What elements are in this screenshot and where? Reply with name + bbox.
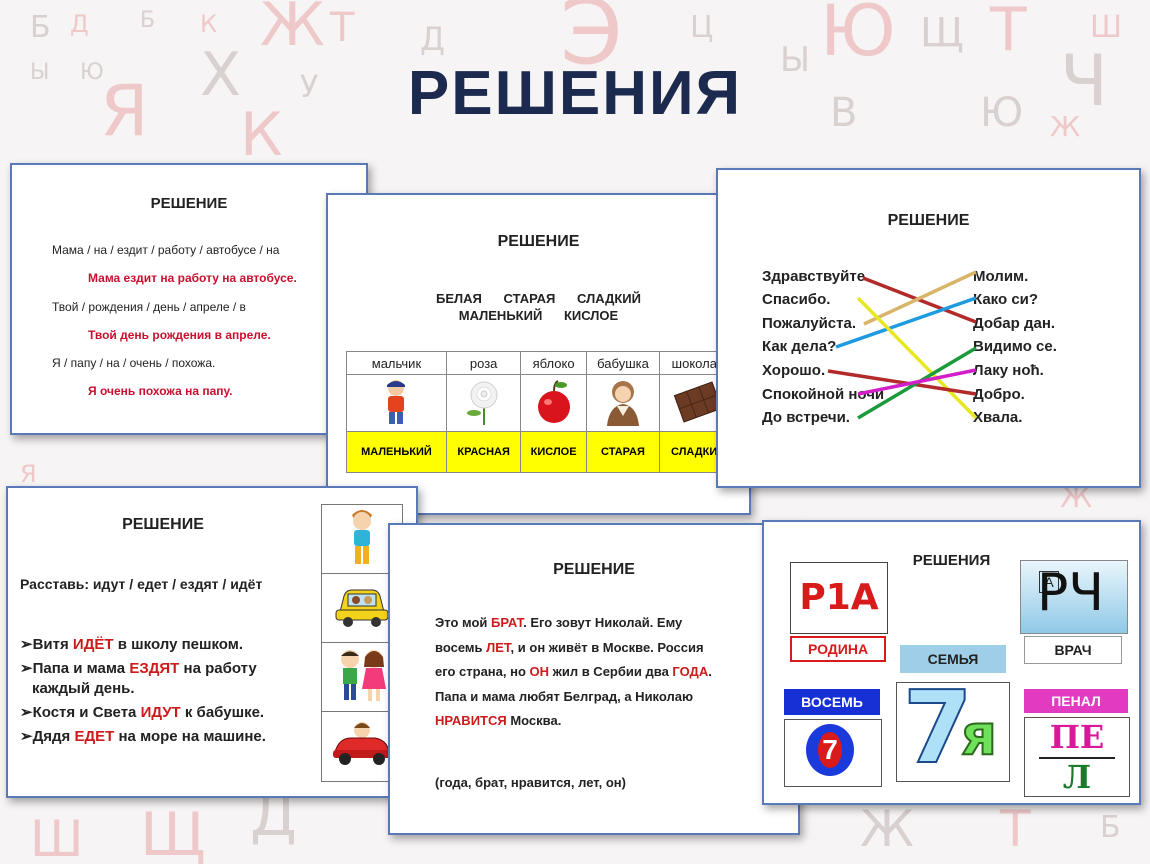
- scrambled-sentence: Твой / рождения / день / апреле / в: [52, 300, 246, 314]
- rebus-number: 7: [902, 668, 974, 787]
- slide-phrase-matching: РЕШЕНИЕ Здравствуйте. Спасибо. Пожалуйст…: [716, 168, 1141, 488]
- slide-rebuses: РЕШЕНИЯ Р1А РОДИНА А РЧ ВРАЧ СЕМЬЯ 7 я В…: [762, 520, 1141, 805]
- rose-icon: [466, 381, 498, 425]
- phrase-right: Хвала.: [973, 409, 1023, 426]
- rebus-answer: ПЕНАЛ: [1024, 689, 1128, 713]
- rebus-letter: я: [960, 702, 998, 769]
- children-icon: [341, 650, 386, 701]
- adjective-cell: МАЛЕНЬКИЙ: [346, 431, 447, 473]
- car-icon: [335, 589, 389, 627]
- word-bank: БЕЛАЯ СТАРАЯ СЛАДКИЙ: [436, 291, 641, 306]
- phrase-left: Спасибо.: [762, 291, 831, 308]
- small-letter-box: А: [1039, 571, 1059, 593]
- match-line: [835, 296, 977, 349]
- phrase-right: Видимо се.: [973, 338, 1057, 355]
- answer-list: ➢Витя ИДЁТ в школу пешком. ➢Папа и мама …: [20, 633, 266, 749]
- text-line: НРАВИТСЯ Москва.: [435, 713, 562, 728]
- text-line: его страна, но ОН жил в Сербии два ГОДА.: [435, 664, 712, 679]
- story-text: Это мой БРАТ. Его зовут Николай. Ему вос…: [435, 611, 712, 734]
- grandmother-icon: [606, 380, 639, 426]
- fraction-bar: [1039, 757, 1115, 759]
- slide-heading: РЕШЕНИЯ: [912, 552, 991, 569]
- adjective-cell: КИСЛОЕ: [520, 431, 587, 473]
- slide-heading: РЕШЕНИЕ: [553, 561, 635, 578]
- rebus-rodina: Р1А: [790, 562, 888, 634]
- phrase-right: Лаку ноћ.: [973, 362, 1044, 379]
- slide-heading: РЕШЕНИЕ: [497, 233, 580, 250]
- rebus-answer: ВРАЧ: [1024, 636, 1122, 664]
- noun-cell: яблоко: [520, 351, 587, 375]
- rebus-vrach: А РЧ: [1020, 560, 1128, 634]
- apple-icon: [537, 379, 570, 423]
- rebus-answer: ВОСЕМЬ: [784, 689, 880, 715]
- match-line: [857, 368, 977, 396]
- list-item: ➢Костя и Света ИДУТ к бабушке.: [20, 704, 265, 721]
- text-line: Это мой БРАТ. Его зовут Николай. Ему: [435, 615, 683, 630]
- rebus-number: 7: [818, 732, 842, 768]
- list-item: ➢Витя ИДЁТ в школу пешком.: [20, 636, 244, 653]
- slide-heading: РЕШЕНИЕ: [887, 212, 970, 229]
- rebus-semya: 7 я: [896, 668, 1010, 787]
- solution-sentence: Мама ездит на работу на автобусе.: [88, 271, 297, 285]
- solution-sentence: Я очень похожа на папу.: [88, 384, 233, 398]
- rebus-letters: РЧ: [1037, 563, 1105, 623]
- phrase-right: Добар дан.: [973, 315, 1056, 332]
- rebus-answer: РОДИНА: [790, 636, 886, 662]
- noun-cell: мальчик: [346, 351, 447, 375]
- slide-heading: РЕШЕНИЕ: [150, 195, 228, 212]
- slide-heading: РЕШЕНИЕ: [122, 516, 204, 533]
- adjective-cell: СТАРАЯ: [585, 431, 661, 473]
- scrambled-sentence: Мама / на / ездит / работу / автобусе / …: [52, 243, 280, 257]
- list-item: ➢Дядя ЕДЕТ на море на машине.: [20, 728, 266, 745]
- slide-fill-in-text: РЕШЕНИЕ Это мой БРАТ. Его зовут Николай.…: [388, 523, 800, 835]
- rebus-answer: СЕМЬЯ: [900, 645, 1006, 673]
- matching-lines: [827, 270, 978, 420]
- slide-motion-verbs: РЕШЕНИЕ Расставь: идут / едет / ездят / …: [6, 486, 418, 798]
- text-line: Папа и мама любят Белград, а Николаю: [435, 688, 694, 704]
- page-title: РЕШЕНИЯ: [407, 59, 743, 128]
- walking-boy-icon: [352, 510, 372, 564]
- match-line: [856, 296, 978, 420]
- solution-sentence: Твой день рождения в апреле.: [88, 328, 271, 342]
- boy-icon: [387, 379, 406, 424]
- picture-column: [321, 504, 403, 782]
- slide-word-order: РЕШЕНИЕ Мама / на / ездит / работу / авт…: [10, 163, 368, 435]
- rebus-penal: ПЕ Л: [1024, 717, 1130, 797]
- noun-cell: бабушка: [585, 351, 661, 375]
- phrase-left: Здравствуйте.: [762, 268, 870, 285]
- rebus-top: ПЕ: [1049, 718, 1105, 756]
- adjective-cell: КРАСНАЯ: [445, 431, 522, 473]
- phrase-right: Добро.: [973, 386, 1025, 403]
- phrase-left: Как дела?: [762, 338, 837, 355]
- word-bank: МАЛЕНЬКИЙ КИСЛОЕ: [458, 308, 619, 323]
- rebus-vosem: 7: [784, 719, 882, 787]
- phrase-left: Спокойной ночи: [762, 386, 885, 403]
- list-item: каждый день.: [32, 680, 135, 697]
- slide-adjectives: РЕШЕНИЕ БЕЛАЯ СТАРАЯ СЛАДКИЙ МАЛЕНЬКИЙ К…: [326, 193, 751, 515]
- match-line: [863, 270, 977, 326]
- text-line: восемь ЛЕТ, и он живёт в Москве. Россия: [435, 639, 704, 655]
- word-hint: (года, брат, нравится, лет, он): [435, 775, 626, 790]
- red-car-icon: [333, 722, 391, 765]
- chocolate-icon: [673, 380, 723, 423]
- phrase-left: Пожалуйста.: [762, 315, 856, 332]
- noun-cell: роза: [445, 351, 522, 375]
- instruction: Расставь: идут / едет / ездят / идёт: [20, 576, 263, 592]
- phrase-left: До встречи.: [762, 409, 850, 426]
- match-line: [827, 369, 977, 396]
- list-item: ➢Папа и мама ЕЗДЯТ на работу: [20, 660, 257, 677]
- scrambled-sentence: Я / папу / на / очень / похожа.: [52, 356, 216, 370]
- matching-table: мальчик роза яблоко бабушка шоколад: [346, 351, 737, 473]
- rebus-bottom: Л: [1062, 758, 1092, 796]
- phrase-right: Молим.: [973, 268, 1029, 285]
- phrase-right: Како си?: [973, 291, 1039, 308]
- phrase-left: Хорошо.: [762, 362, 826, 379]
